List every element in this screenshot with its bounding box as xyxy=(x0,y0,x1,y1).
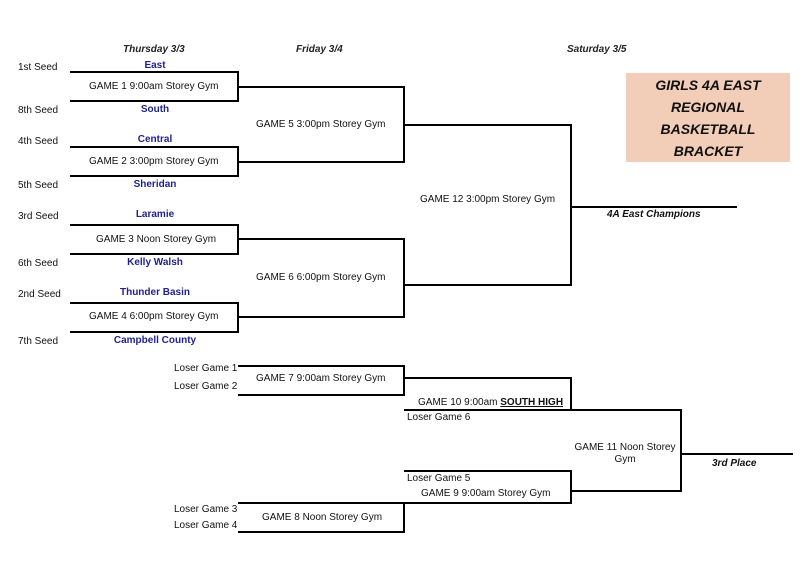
game9-bracket-line xyxy=(404,470,572,504)
game6-bracket-line xyxy=(238,238,405,318)
game-11-line-2: Gym xyxy=(614,454,636,465)
team-name: Sheridan xyxy=(133,179,177,190)
game-7-label: GAME 7 9:00am Storey Gym xyxy=(256,373,386,384)
game-9-label: GAME 9 9:00am Storey Gym xyxy=(421,488,551,499)
game8-bracket-line xyxy=(238,502,405,533)
seed-label: 4th Seed xyxy=(18,136,59,147)
team-name: Thunder Basin xyxy=(119,287,190,298)
seed-label: 5th Seed xyxy=(18,180,59,191)
game12-bracket-line xyxy=(404,124,572,286)
loser-game-6-label: Loser Game 6 xyxy=(407,412,471,423)
seed-label: 7th Seed xyxy=(18,336,59,347)
loser-game-3-label: Loser Game 3 xyxy=(174,504,238,515)
game-3-label: GAME 3 Noon Storey Gym xyxy=(96,234,217,245)
team-name: Central xyxy=(137,134,173,145)
seed-label: 8th Seed xyxy=(18,105,59,116)
game-12-label: GAME 12 3:00pm Storey Gym xyxy=(420,194,556,205)
seed-label: 1st Seed xyxy=(18,62,58,73)
game-1-label: GAME 1 9:00am Storey Gym xyxy=(89,81,219,92)
bracket-title-box: GIRLS 4A EAST REGIONAL BASKETBALL BRACKE… xyxy=(626,73,790,162)
game-11-line-1: GAME 11 Noon Storey xyxy=(574,442,676,453)
team-name: East xyxy=(144,60,166,71)
game11-bracket-line xyxy=(571,409,682,492)
loser-game-5-label: Loser Game 5 xyxy=(407,473,471,484)
loser-game-2-label: Loser Game 2 xyxy=(174,381,238,392)
day-header-saturday: Saturday 3/5 xyxy=(567,44,627,55)
champions-label: 4A East Champions xyxy=(607,209,701,220)
title-line-4: BRACKET xyxy=(673,142,743,159)
game-6-label: GAME 6 6:00pm Storey Gym xyxy=(256,272,386,283)
day-header-friday: Friday 3/4 xyxy=(296,44,343,55)
game-10-venue: SOUTH HIGH xyxy=(500,397,564,408)
third-place-label: 3rd Place xyxy=(712,458,757,469)
game-5-label: GAME 5 3:00pm Storey Gym xyxy=(256,119,386,130)
game-4-label: GAME 4 6:00pm Storey Gym xyxy=(89,311,219,322)
game10-bracket-line xyxy=(404,377,572,411)
title-line-2: REGIONAL xyxy=(671,98,745,115)
day-header-thursday: Thursday 3/3 xyxy=(123,44,185,55)
seed-label: 2nd Seed xyxy=(18,289,61,300)
loser-game-1-label: Loser Game 1 xyxy=(174,363,238,374)
team-name: Kelly Walsh xyxy=(127,257,183,268)
team-name: Laramie xyxy=(135,209,175,220)
game-2-label: GAME 2 3:00pm Storey Gym xyxy=(89,156,219,167)
game7-bracket-line xyxy=(238,365,405,396)
loser-game-4-label: Loser Game 4 xyxy=(174,520,238,531)
game-11-label: GAME 11 Noon Storey Gym xyxy=(566,442,684,466)
title-line-3: BASKETBALL xyxy=(660,120,756,137)
team-name: Campbell County xyxy=(113,335,197,346)
game-10-label: GAME 10 9:00am SOUTH HIGH xyxy=(418,397,563,409)
team-name: South xyxy=(140,104,170,115)
game-8-label: GAME 8 Noon Storey Gym xyxy=(262,512,383,523)
game-10-time: GAME 10 9:00am xyxy=(418,397,498,408)
seed-label: 3rd Seed xyxy=(18,211,59,222)
seed-label: 6th Seed xyxy=(18,258,59,269)
title-line-1: GIRLS 4A EAST xyxy=(655,76,761,93)
